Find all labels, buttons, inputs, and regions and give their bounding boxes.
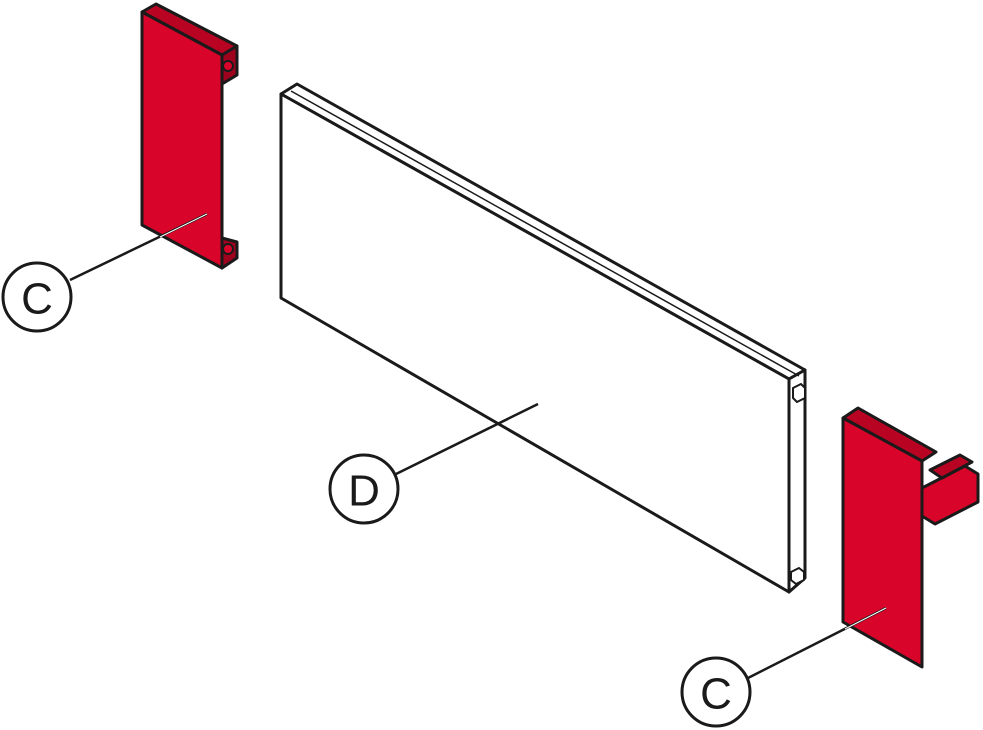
right-end-piece-front-face xyxy=(841,416,924,669)
left-end-piece-hole-top-icon xyxy=(222,60,234,72)
callout-d: D xyxy=(328,453,400,525)
leader-d xyxy=(393,402,539,477)
callout-d-circle xyxy=(328,453,400,525)
left-end-piece xyxy=(140,2,239,270)
back-panel-clip-top xyxy=(792,383,806,403)
right-end-piece-rail-top xyxy=(928,453,974,480)
callout-right-c-label: C xyxy=(700,670,732,719)
back-panel-clip-bottom xyxy=(790,567,805,585)
callout-right-c-circle xyxy=(680,656,752,728)
callout-left-c-circle xyxy=(1,261,73,333)
left-end-piece-front-face xyxy=(140,10,224,270)
left-end-piece-hole-bottom-icon xyxy=(222,243,234,255)
back-panel-top-groove xyxy=(290,90,800,377)
back-panel xyxy=(279,82,807,594)
right-end-piece xyxy=(841,406,980,669)
callout-right-c: C xyxy=(680,656,752,728)
callout-left-c: C xyxy=(1,261,73,333)
callout-d-label: D xyxy=(348,467,380,516)
callout-left-c-label: C xyxy=(21,275,53,324)
leader-highlights xyxy=(159,213,887,630)
back-panel-edge-face xyxy=(787,368,807,594)
